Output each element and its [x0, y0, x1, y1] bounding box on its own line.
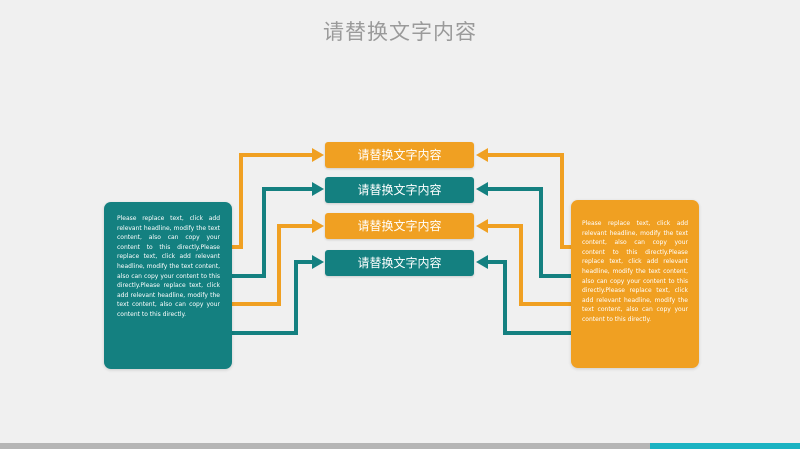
label-box-2: 请替换文字内容: [325, 177, 474, 203]
label-box-3: 请替换文字内容: [325, 213, 474, 239]
left-arrowhead-2: [312, 182, 324, 196]
label-box-4: 请替换文字内容: [325, 250, 474, 276]
right-connectors: [476, 148, 571, 335]
footer-bar-grey: [0, 443, 650, 449]
footer-bar-teal: [650, 443, 800, 449]
right-arrowhead-1: [476, 148, 488, 162]
page-title: 请替换文字内容: [323, 20, 477, 44]
right-connector-2: [484, 187, 571, 278]
left-arrowhead-3: [312, 219, 324, 233]
left-arrowhead-1: [312, 148, 324, 162]
label-box-1: 请替换文字内容: [325, 142, 474, 168]
left-connector-4: [232, 260, 316, 335]
right-panel-text: Please replace text, click add relevant …: [582, 220, 688, 323]
left-connector-2: [232, 187, 316, 278]
right-arrowhead-4: [476, 255, 488, 269]
footer-bar: [0, 443, 800, 449]
left-connectors: [232, 148, 324, 335]
left-connector-1: [232, 153, 316, 249]
right-arrowhead-2: [476, 182, 488, 196]
right-connector-3: [484, 224, 571, 306]
left-panel-text: Please replace text, click add relevant …: [117, 215, 220, 318]
right-arrowhead-3: [476, 219, 488, 233]
right-connector-4: [484, 260, 571, 335]
right-text-panel: Please replace text, click add relevant …: [571, 200, 699, 368]
left-connector-3: [232, 224, 316, 306]
left-arrowhead-4: [312, 255, 324, 269]
left-text-panel: Please replace text, click add relevant …: [104, 202, 232, 369]
right-connector-1: [484, 153, 571, 249]
